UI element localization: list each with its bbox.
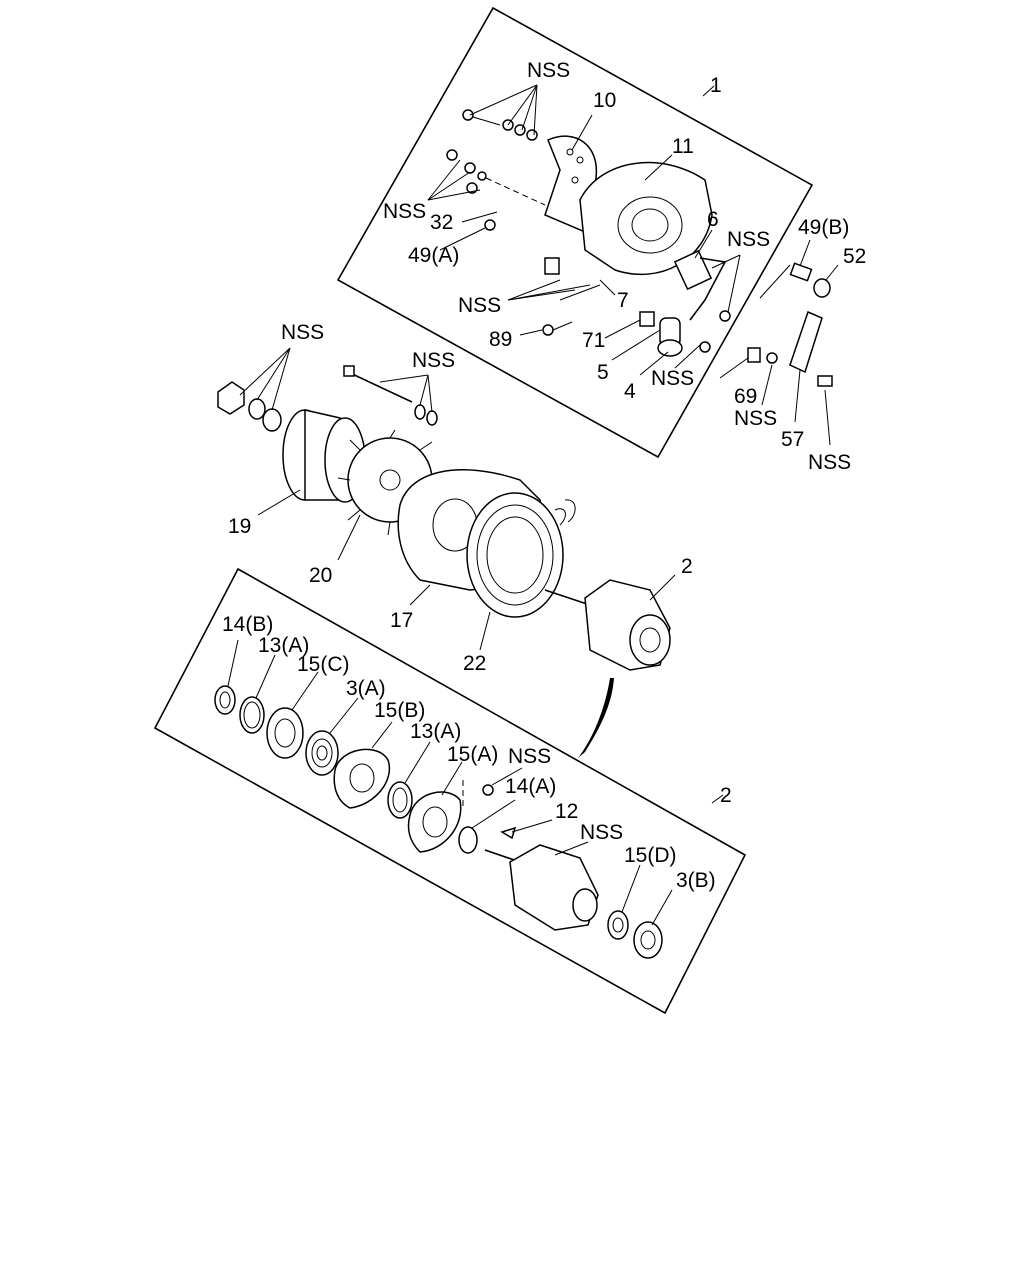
label-11: 11 [672, 135, 694, 158]
label-12: 12 [555, 800, 578, 823]
terminal-plate [789, 310, 823, 374]
stator [466, 492, 576, 618]
label-15b: 15(B) [374, 699, 425, 722]
label-1: 1 [710, 74, 722, 97]
label-15a: 15(A) [447, 743, 498, 766]
label-3a: 3(A) [346, 677, 386, 700]
label-52: 52 [843, 245, 866, 268]
label-13a: 13(A) [410, 720, 461, 743]
pulley-nut [217, 381, 245, 415]
label-nss: NSS [458, 294, 501, 317]
label-69: 69 [734, 385, 757, 408]
label-19: 19 [228, 515, 251, 538]
label-14a: 14(A) [505, 775, 556, 798]
leader-lines [227, 84, 839, 926]
label-nss: NSS [808, 451, 851, 474]
label-nss: NSS [383, 200, 426, 223]
cap [813, 278, 831, 298]
label-2: 2 [720, 784, 732, 807]
label-14b: 14(B) [222, 613, 273, 636]
label-nss: NSS [580, 821, 623, 844]
label-2: 2 [681, 555, 693, 578]
label-5: 5 [597, 361, 609, 384]
label-nss: NSS [651, 367, 694, 390]
label-20: 20 [309, 564, 332, 587]
label-nss: NSS [527, 59, 570, 82]
label-15d: 15(D) [624, 844, 677, 867]
label-22: 22 [463, 652, 486, 675]
callout-labels: NSS 10 1 11 NSS 32 49(A) 6 NSS 49(B) 52 … [222, 59, 866, 892]
label-nss: NSS [412, 349, 455, 372]
group-box-rotor-detail [153, 567, 747, 1015]
detail-arrow [578, 678, 614, 758]
label-15c: 15(C) [297, 653, 350, 676]
label-89: 89 [489, 328, 512, 351]
label-57: 57 [781, 428, 804, 451]
label-nss: NSS [508, 745, 551, 768]
label-3b: 3(B) [676, 869, 716, 892]
label-71: 71 [582, 329, 605, 352]
label-10: 10 [593, 89, 616, 112]
label-nss: NSS [727, 228, 770, 251]
label-32: 32 [430, 211, 453, 234]
label-7: 7 [617, 289, 629, 312]
label-nss: NSS [734, 407, 777, 430]
label-49b: 49(B) [798, 216, 849, 239]
group-box-rear-cover [336, 6, 814, 459]
label-17: 17 [390, 609, 413, 632]
label-nss: NSS [281, 321, 324, 344]
regulator [673, 249, 713, 291]
label-13a: 13(A) [258, 634, 309, 657]
rotor-assembly [544, 579, 671, 671]
label-6: 6 [707, 208, 719, 231]
label-49a: 49(A) [408, 244, 459, 267]
rear-cover [579, 161, 713, 275]
label-4: 4 [624, 380, 636, 403]
